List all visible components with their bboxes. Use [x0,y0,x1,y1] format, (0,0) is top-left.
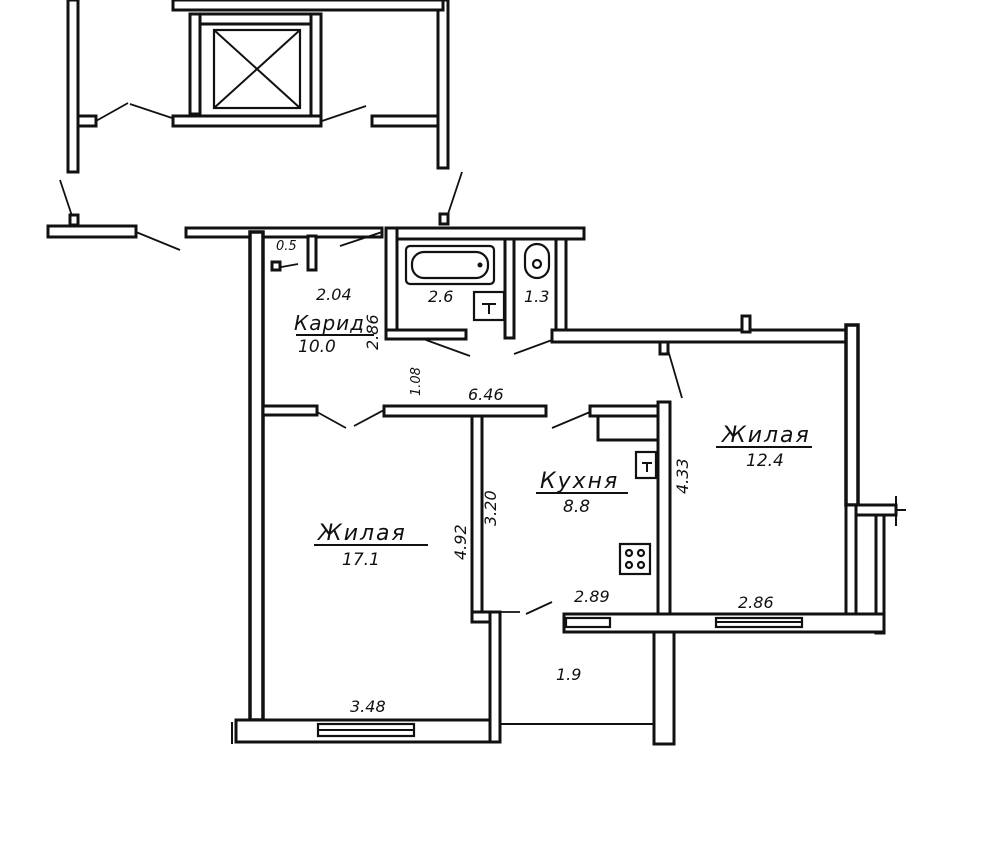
dim-living-small-depth: 4.33 [673,458,692,494]
living-small-name: Жилая [720,423,811,448]
stair-door-left [95,102,129,122]
labels: Жилая 17.1 Жилая 12.4 Кухня 8.8 Карид 10… [276,239,811,716]
living-large-name: Жилая [316,521,407,546]
kitchen-door [551,411,591,429]
living-large-door [316,411,347,429]
kitchen-area: 8.8 [563,497,590,517]
wc-area: 1.3 [524,287,549,306]
dim-living-small-width: 2.86 [738,593,774,612]
sink-icon [472,290,506,322]
closet [270,234,318,272]
dim-corridor-width: 2.04 [316,285,352,304]
living-small-door [667,349,683,399]
dimension-lines [296,334,812,546]
dim-living-large-width: 3.48 [350,697,386,716]
landing [46,171,463,251]
stairwell [66,0,450,174]
dim-kitchen-depth: 3.20 [481,490,500,526]
dim-corridor-length: 6.46 [468,385,504,404]
wc-door [513,339,553,355]
dim-living-large-depth: 4.92 [451,524,470,560]
kitchen-name: Кухня [540,469,619,494]
living-small-area: 12.4 [746,451,784,471]
apartment-walls [231,230,906,746]
stair-door-right [321,105,367,122]
balcony-area: 1.9 [556,665,581,684]
balcony-door [525,601,553,615]
window-kitchen [564,616,612,629]
corridor-area: 10.0 [298,337,336,357]
bath-area: 2.6 [428,287,453,306]
living-large-area: 17.1 [342,550,380,570]
dim-passage: 1.08 [409,367,424,396]
dim-kitchen-width: 2.89 [574,587,610,606]
bathroom-door [425,339,471,357]
corridor-name: Карид [294,311,365,335]
bathroom-block [384,226,586,357]
entry-door [135,231,181,251]
closet-area: 0.5 [276,239,297,254]
dim-corridor-height: 2.86 [363,314,382,350]
stove-icon [618,542,652,576]
